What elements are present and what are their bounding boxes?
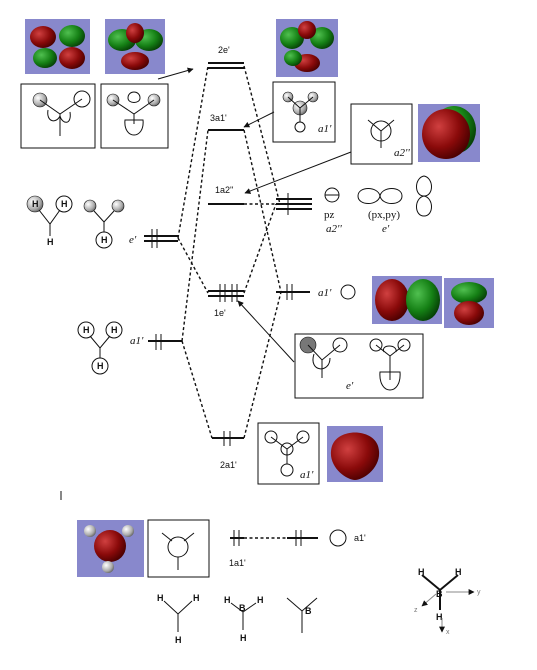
orbital-render-2e-a — [25, 19, 90, 74]
svg-text:B: B — [436, 589, 443, 599]
box-a2pp-label: a2'' — [394, 147, 410, 159]
orbital-render-a2pp — [418, 104, 480, 162]
pxy-sym: e' — [382, 223, 390, 235]
core-label: a1' — [354, 533, 366, 543]
ligand-a1-group: a1' H H H — [77, 321, 182, 375]
svg-text:H: H — [101, 235, 108, 245]
ligand-e-label: e' — [129, 234, 137, 246]
bh3-frames: H H H H H B H B — [157, 593, 318, 645]
mo-levels: 2e' 3a1' 1a2'' 1e' 2a1' 1a1' — [208, 45, 246, 568]
orbital-render-2a1 — [327, 426, 383, 482]
pointer-arrows — [157, 67, 352, 363]
svg-text:H: H — [111, 325, 118, 335]
orbital-render-1e-a — [372, 276, 442, 324]
svg-text:B: B — [239, 603, 246, 613]
pxy-label: (px,py) — [368, 209, 400, 221]
axis-z-label: z — [414, 607, 418, 614]
svg-text:H: H — [61, 199, 68, 209]
schematic-3a1: a1' — [272, 81, 336, 143]
schematic-2a1: a1' — [257, 422, 320, 485]
box-2a1-label: a1' — [300, 469, 314, 481]
svg-text:H: H — [436, 612, 443, 622]
coordinate-axes: H H B H y z x — [414, 567, 481, 636]
boron-s-level: a1' — [276, 284, 356, 300]
svg-text:H: H — [193, 593, 200, 603]
correlation-lines — [177, 65, 287, 539]
level-3a1-label: 3a1' — [210, 113, 227, 123]
orbital-render-1e-b — [444, 278, 494, 328]
svg-text:H: H — [175, 635, 182, 645]
svg-text:H: H — [97, 361, 104, 371]
svg-text:H: H — [83, 325, 90, 335]
orbital-render-2e-c — [276, 19, 338, 77]
svg-text:H: H — [240, 633, 247, 643]
pz-sym: a2'' — [326, 223, 342, 235]
axis-x-label: x — [446, 629, 450, 636]
svg-text:H: H — [32, 199, 39, 209]
level-1a2pp-label: 1a2'' — [215, 185, 234, 195]
s-sym: a1' — [318, 287, 332, 299]
svg-text:H: H — [418, 567, 425, 577]
box-3a1-label: a1' — [318, 123, 332, 135]
boron-p-levels: pz a2'' (px,py) e' — [276, 175, 432, 235]
svg-text:H: H — [455, 567, 462, 577]
svg-text:H: H — [157, 593, 164, 603]
svg-text:H: H — [257, 595, 264, 605]
schematic-2e-a — [20, 83, 96, 149]
level-1a1-label: 1a1' — [229, 558, 246, 568]
schematic-1e: e' — [294, 333, 424, 399]
ligand-e-group: e' H H H H — [26, 195, 178, 249]
axis-y-label: y — [477, 589, 481, 596]
box-1e-label: e' — [346, 380, 354, 392]
orbital-render-2e-b — [105, 19, 165, 74]
ligand-a1-label: a1' — [130, 335, 144, 347]
pz-label: pz — [324, 209, 335, 221]
svg-text:B: B — [305, 606, 312, 616]
orbital-render-1a1 — [77, 520, 144, 577]
svg-text:H: H — [224, 595, 231, 605]
svg-text:H: H — [47, 237, 54, 247]
level-1e-label: 1e' — [214, 308, 226, 318]
schematic-1a1 — [147, 519, 210, 578]
level-2e-label: 2e' — [218, 45, 230, 55]
schematic-a2pp: a2'' — [350, 103, 413, 165]
boron-core-level: a1' — [287, 529, 366, 547]
schematic-2e-b — [100, 83, 169, 149]
level-2a1-label: 2a1' — [220, 460, 237, 470]
